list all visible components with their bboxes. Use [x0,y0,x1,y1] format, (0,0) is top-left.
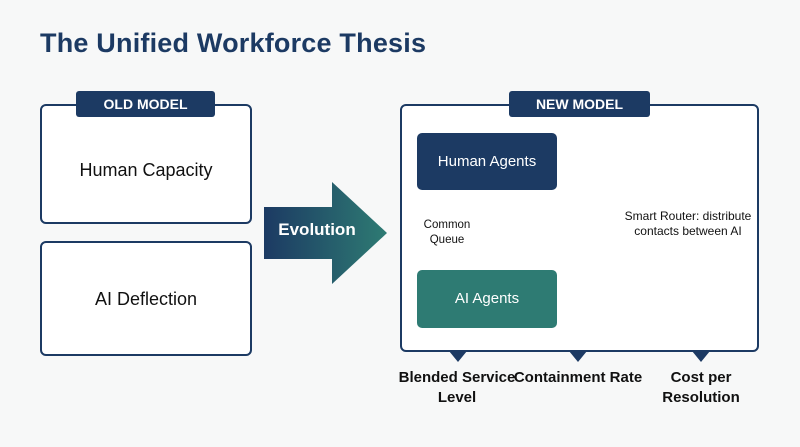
human-agents-box: Human Agents [417,133,557,190]
metric-blended-service-level: Blended Service Level [398,369,516,406]
human-capacity-box: Human Capacity [40,104,252,224]
old-model-tag: OLD MODEL [76,91,215,117]
metric-containment-rate: Containment Rate [513,369,643,386]
metric-pointer-3 [692,351,710,362]
common-queue-label: Common Queue [423,219,471,246]
ai-agents-box: AI Agents [417,270,557,328]
metric-cost-per-resolution: Cost per Resolution [662,369,740,406]
evolution-arrow [264,182,387,284]
human-capacity-label: Human Capacity [79,160,213,180]
metric-pointer-1 [449,351,467,362]
ai-deflection-label: AI Deflection [94,289,198,309]
page-title: The Unified Workforce Thesis [40,28,427,58]
evolution-label: Evolution [278,220,356,239]
smart-router-label: Smart Router: distribute contacts betwee… [624,209,752,238]
new-model-tag: NEW MODEL [509,91,650,117]
ai-deflection-box: AI Deflection [40,241,252,356]
metric-pointer-2 [569,351,587,362]
